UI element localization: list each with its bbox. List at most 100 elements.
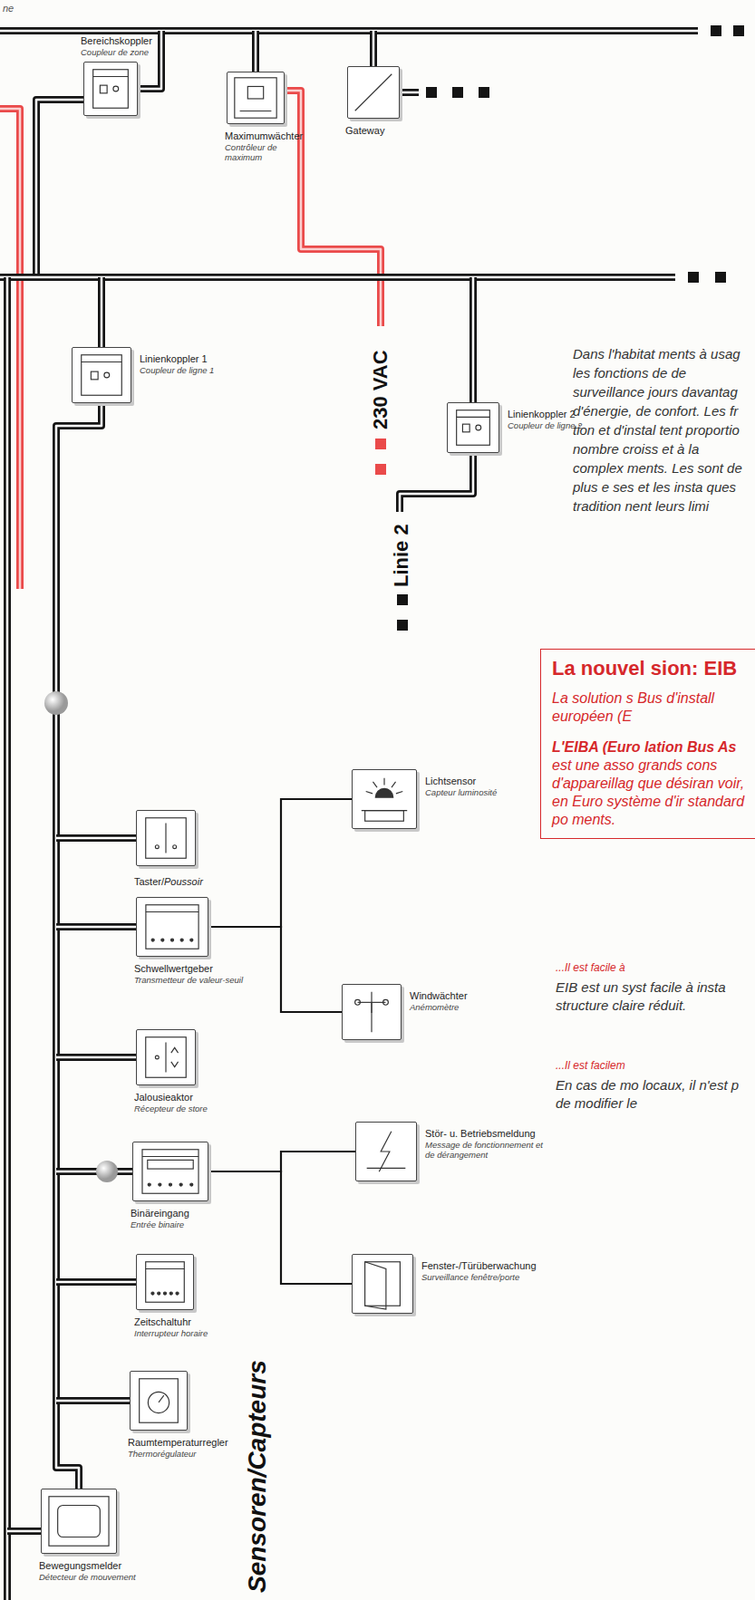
device-name: Bereichskoppler bbox=[80, 35, 153, 48]
branch-line bbox=[208, 799, 352, 928]
bus-line-core bbox=[56, 1171, 133, 1174]
icon-part bbox=[58, 1506, 101, 1539]
bus-line-core bbox=[56, 926, 136, 930]
continuation-mark bbox=[375, 464, 387, 475]
device-box: Linienkoppler 1Coupleur de ligne 1 bbox=[71, 347, 132, 404]
bus-line-core bbox=[36, 99, 84, 278]
device-name: Schwellwertgeber bbox=[134, 963, 243, 976]
bus-line bbox=[56, 923, 136, 931]
continuation-mark bbox=[687, 271, 699, 283]
text-panel: La nouvel sion: EIBLa solution s Bus d'i… bbox=[540, 648, 755, 840]
icon-part bbox=[151, 1292, 155, 1296]
bus-line bbox=[56, 834, 136, 843]
device-box: Linienkoppler 2Coupleur de ligne 2 bbox=[446, 402, 500, 454]
device-name: Raumtemperaturregler bbox=[127, 1437, 229, 1450]
icon-part bbox=[158, 1395, 165, 1404]
bus-line bbox=[56, 1278, 136, 1287]
device-name-fr: Surveillance fenêtre/porte bbox=[421, 1272, 537, 1283]
icon-part bbox=[113, 86, 119, 92]
icon-part bbox=[139, 1379, 179, 1423]
bus-line bbox=[0, 27, 698, 35]
icon-part bbox=[367, 1168, 407, 1170]
icon-svg bbox=[348, 67, 399, 118]
device-icon bbox=[93, 69, 129, 109]
continuation-mark bbox=[715, 271, 726, 283]
icon-part bbox=[171, 1047, 179, 1054]
icon-part bbox=[240, 110, 272, 112]
device-label: SchwellwertgeberTransmetteur de valeur-s… bbox=[134, 963, 243, 986]
bus-line bbox=[36, 99, 84, 278]
icon-part bbox=[157, 1292, 161, 1296]
device-icon bbox=[145, 1262, 185, 1304]
device-name: Zeitschaltuhr bbox=[134, 1316, 208, 1329]
device-label: WindwächterAnémomètre bbox=[409, 990, 468, 1013]
device-icon bbox=[81, 355, 123, 397]
bus-line bbox=[56, 1054, 136, 1062]
icon-part bbox=[154, 845, 159, 850]
icon-part bbox=[154, 1055, 159, 1060]
bus-line-core bbox=[56, 1056, 136, 1060]
bus-line-core bbox=[399, 453, 474, 513]
icon-part bbox=[355, 74, 393, 112]
device-name-fr: Entrée binaire bbox=[130, 1219, 190, 1230]
device-name: Bewegungsmelder bbox=[38, 1560, 136, 1573]
device-box: SchwellwertgeberTransmetteur de valeur-s… bbox=[135, 897, 209, 958]
device-name-fr: Contrôleur de maximum bbox=[224, 142, 291, 163]
device-name-fr: Interrupteur horaire bbox=[134, 1328, 208, 1339]
bus-line bbox=[369, 30, 378, 67]
continuation-mark bbox=[375, 438, 387, 450]
icon-part bbox=[180, 938, 184, 942]
bus-line-core bbox=[6, 277, 10, 1600]
device-name: Jalousieaktor bbox=[134, 1092, 208, 1104]
device-label: Linienkoppler 1Coupleur de ligne 1 bbox=[139, 353, 214, 376]
icon-part bbox=[378, 1132, 392, 1173]
icon-part bbox=[104, 372, 110, 378]
bus-line-core bbox=[56, 1281, 136, 1285]
icon-part bbox=[164, 1043, 166, 1074]
panel-text: est une asso grands cons d'appareillag q… bbox=[551, 756, 754, 830]
device-icon bbox=[355, 992, 389, 1034]
device-name-fr: Anémomètre bbox=[409, 1002, 468, 1013]
device-name-fr: Coupleur de ligne 1 bbox=[139, 365, 214, 376]
bus-line-core bbox=[56, 837, 136, 841]
device-icon bbox=[145, 1037, 187, 1079]
device-box: Taster/Poussoir bbox=[135, 810, 196, 867]
device-box: LichtsensorCapteur luminosité bbox=[351, 769, 417, 830]
icon-part bbox=[179, 1183, 183, 1187]
icon-part bbox=[247, 86, 263, 99]
icon-part bbox=[145, 1268, 185, 1270]
device-label: Taster/Poussoir bbox=[134, 872, 204, 890]
bus-line-core bbox=[100, 277, 104, 348]
device-name: Linienkoppler 1 bbox=[139, 353, 214, 366]
icon-part bbox=[462, 424, 470, 433]
device-name: Stör- u. Betriebsmeldung bbox=[425, 1128, 543, 1141]
note-text: ne bbox=[2, 2, 14, 14]
icon-svg bbox=[352, 770, 417, 829]
icon-part bbox=[366, 791, 373, 794]
device-icon bbox=[142, 1150, 199, 1194]
device-label: Linienkoppler 2Coupleur de ligne 2 bbox=[507, 408, 582, 431]
icon-svg bbox=[136, 1255, 194, 1310]
device-name: Gateway bbox=[345, 125, 385, 137]
icon-svg bbox=[84, 62, 137, 116]
device-name-fr: Coupleur de ligne 2 bbox=[507, 420, 582, 431]
icon-part bbox=[234, 77, 277, 118]
device-label: BereichskopplerCoupleur de zone bbox=[80, 35, 153, 58]
device-icon bbox=[234, 77, 277, 118]
icon-part bbox=[90, 371, 98, 380]
device-box: MaximumwächterContrôleur de maximum bbox=[226, 71, 285, 125]
icon-part bbox=[147, 1392, 169, 1414]
device-box: RaumtemperaturreglerThermorégulateur bbox=[129, 1371, 188, 1432]
body-text: EIB est un syst facile à insta structure… bbox=[555, 978, 750, 1016]
bus-line-core bbox=[254, 30, 258, 72]
icon-part bbox=[383, 999, 389, 1006]
icon-part bbox=[171, 1062, 179, 1068]
sphere-dot bbox=[96, 1161, 118, 1183]
icon-svg bbox=[352, 1255, 413, 1314]
panel-text: La solution s Bus d'install européen (E bbox=[551, 689, 754, 726]
device-label: RaumtemperaturreglerThermorégulateur bbox=[127, 1437, 229, 1460]
icon-part bbox=[372, 782, 378, 788]
branch-line bbox=[208, 1171, 352, 1285]
device-name: Binäreingang bbox=[130, 1208, 190, 1220]
